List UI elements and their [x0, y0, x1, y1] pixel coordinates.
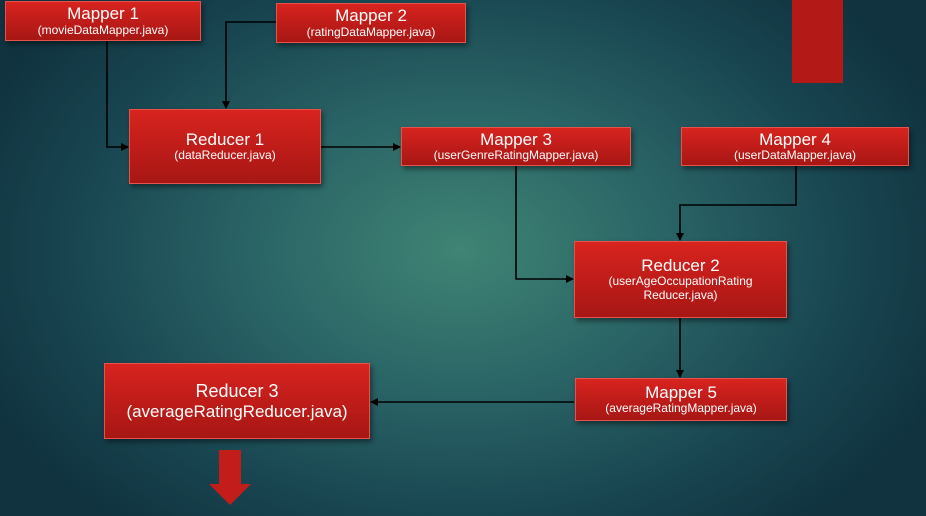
reducer1-file: (dataReducer.java) — [174, 148, 276, 163]
mapper2-title: Mapper 2 — [335, 6, 407, 26]
reducer1-title: Reducer 1 — [185, 129, 265, 149]
mapper1-title: Mapper 1 — [67, 4, 139, 24]
reducer1-node: Reducer 1 (dataReducer.java) — [129, 109, 321, 184]
reducer2-file-line2: Reducer.java) — [643, 288, 718, 303]
mapper1-node: Mapper 1 (movieDataMapper.java) — [5, 1, 201, 41]
edge-mapper3-reducer2 — [515, 166, 574, 283]
edge-mapper2-reducer1 — [222, 21, 276, 109]
reducer3-title: Reducer 3 — [195, 380, 279, 401]
mapper2-file: (ratingDataMapper.java) — [306, 24, 436, 39]
edge-mapper1-reducer1 — [106, 40, 129, 151]
mapper2-node: Mapper 2 (ratingDataMapper.java) — [276, 3, 466, 43]
mapper4-node: Mapper 4 (userDataMapper.java) — [681, 127, 909, 166]
reducer2-title: Reducer 2 — [641, 255, 720, 275]
mapper4-file: (userDataMapper.java) — [733, 148, 857, 163]
mapper3-file: (userGenreRatingMapper.java) — [433, 148, 599, 163]
top-red-bar — [792, 0, 843, 83]
reducer3-file: (averageRatingReducer.java) — [126, 401, 348, 421]
mapper5-title: Mapper 5 — [645, 382, 717, 402]
reducer2-file-line1: (userAgeOccupationRating — [608, 274, 753, 289]
reducer3-node: Reducer 3 (averageRatingReducer.java) — [104, 363, 370, 439]
mapper3-node: Mapper 3 (userGenreRatingMapper.java) — [401, 127, 631, 166]
mapper5-node: Mapper 5 (averageRatingMapper.java) — [575, 378, 787, 421]
down-arrow-icon — [209, 450, 251, 505]
reducer2-node: Reducer 2 (userAgeOccupationRating Reduc… — [574, 241, 787, 318]
edge-mapper4-reducer2 — [676, 166, 797, 241]
mapper1-file: (movieDataMapper.java) — [37, 22, 169, 37]
mapper4-title: Mapper 4 — [759, 129, 831, 149]
mapper5-file: (averageRatingMapper.java) — [605, 401, 757, 416]
mapper3-title: Mapper 3 — [480, 129, 552, 149]
